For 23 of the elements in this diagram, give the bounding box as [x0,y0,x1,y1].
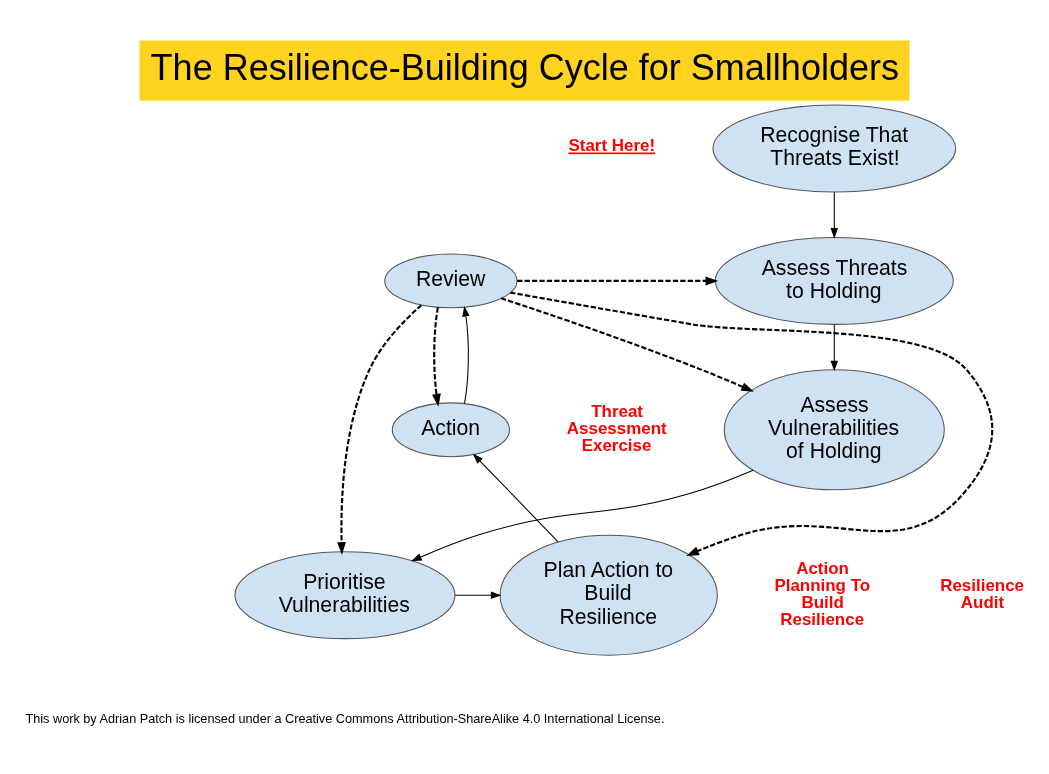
node-ellipse: Plan Action to Build Resilience [499,534,718,656]
label: Threat Assessment Exercise [566,401,667,455]
arrow [472,452,559,543]
arrow [411,469,754,561]
label: Action Planning To Build Resilience [774,558,871,629]
arrow [510,291,994,556]
diagram-title: The Resilience-Building Cycle for Smallholders [150,46,899,88]
label: Resilience Audit [940,575,1024,612]
node-ellipse: Assess Threats to Holding [714,236,954,325]
node-ellipse: Assess Vulnerabilities of Holding [723,368,945,490]
arrow [830,191,838,239]
arrow [454,590,502,599]
node-ellipse: Recognise That Threats Exist! [712,104,957,192]
arrow [517,275,719,285]
node-ellipse: Review [384,253,518,308]
arrow [462,305,470,404]
label: Start Here! [568,135,656,155]
arrow [432,306,441,407]
arrow [337,303,422,555]
arrow [501,296,754,392]
arrow [830,323,838,371]
caption: This work by Adrian Patch is licensed under a Creative Commons Attribution-ShareAlike 4.0 International License. [25,711,665,726]
node-ellipse: Action [391,401,510,457]
